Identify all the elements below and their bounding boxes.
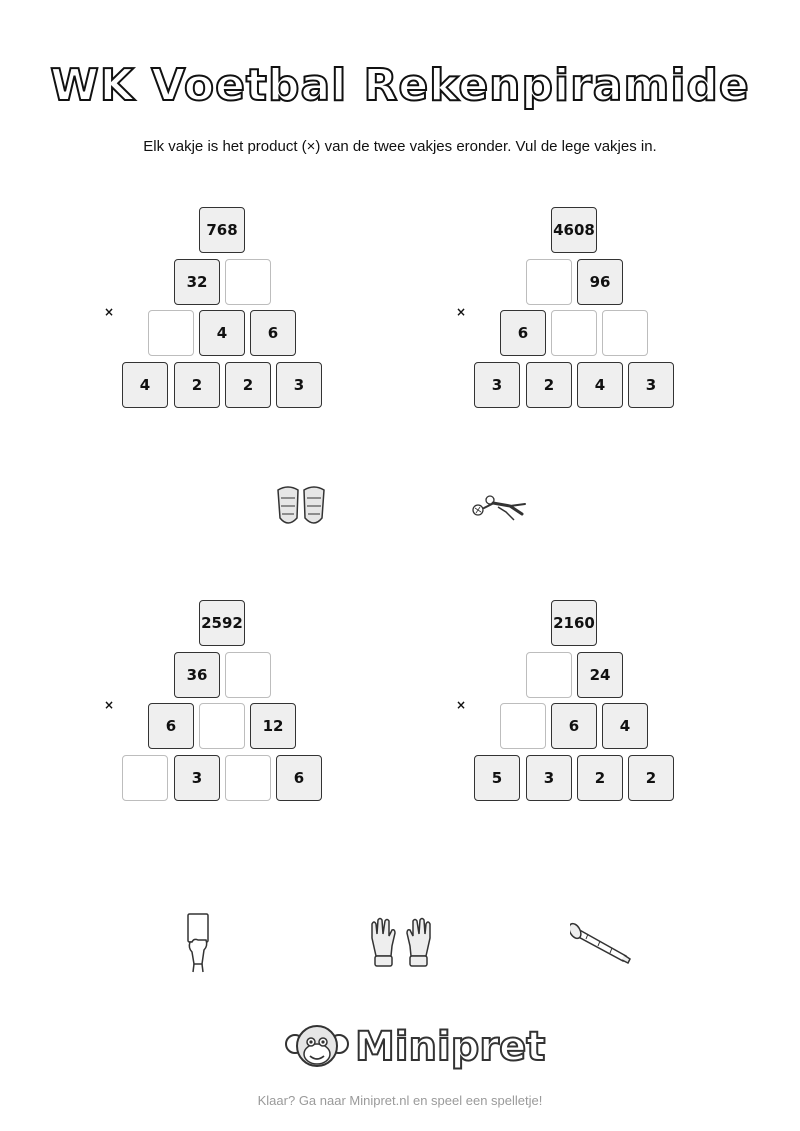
footer-text[interactable]: Klaar? Ga naar Minipret.nl en speel een … (257, 1093, 543, 1108)
pyramid-cell-empty[interactable] (199, 703, 245, 749)
pyramid-cell: 3 (526, 755, 572, 801)
pyramid-cell: 3 (276, 362, 322, 408)
multiply-sign: × (104, 305, 115, 319)
pyramid-cell: 3 (628, 362, 674, 408)
pyramid-cell-empty[interactable] (148, 310, 194, 356)
page-title: WK Voetbal Rekenpiramide (49, 59, 750, 112)
pyramid-1: × 768 32 4 6 4 2 2 3 (100, 205, 340, 415)
pyramid-4: × 2160 24 6 4 5 3 2 2 (452, 598, 692, 808)
diving-goalkeeper-icon (472, 495, 526, 521)
pyramid-cell: 2 (628, 755, 674, 801)
pyramid-cell-empty[interactable] (526, 259, 572, 305)
pyramid-cell-empty[interactable] (225, 259, 271, 305)
pyramid-cell: 6 (500, 310, 546, 356)
pyramid-cell-empty[interactable] (500, 703, 546, 749)
goalkeeper-gloves-icon (371, 917, 431, 967)
vuvuzela-icon (570, 922, 631, 965)
multiply-sign: × (456, 305, 467, 319)
pyramid-cell: 3 (174, 755, 220, 801)
instructions: Elk vakje is het product (×) van de twee… (143, 138, 657, 155)
pyramid-cell: 24 (577, 652, 623, 698)
pyramid-cell-empty[interactable] (526, 652, 572, 698)
shin-guards-icon (277, 486, 325, 524)
pyramid-cell: 2 (174, 362, 220, 408)
multiply-sign: × (456, 698, 467, 712)
red-card-icon (187, 913, 209, 973)
pyramid-cell-empty[interactable] (602, 310, 648, 356)
pyramid-cell: 2592 (199, 600, 245, 646)
pyramid-cell: 32 (174, 259, 220, 305)
pyramid-cell: 2 (526, 362, 572, 408)
pyramid-cell: 4608 (551, 207, 597, 253)
pyramid-cell: 5 (474, 755, 520, 801)
pyramid-cell: 6 (250, 310, 296, 356)
pyramid-cell: 6 (276, 755, 322, 801)
pyramid-cell-empty[interactable] (225, 652, 271, 698)
pyramid-2: × 4608 96 6 3 2 4 3 (452, 205, 692, 415)
brand-name: Minipret (354, 1023, 546, 1071)
minipret-logo: Minipret (285, 1020, 546, 1080)
pyramid-cell: 6 (148, 703, 194, 749)
pyramid-cell: 4 (199, 310, 245, 356)
pyramid-cell: 36 (174, 652, 220, 698)
pyramid-3: × 2592 36 6 12 3 6 (100, 598, 340, 808)
pyramid-cell-empty[interactable] (122, 755, 168, 801)
pyramid-cell: 4 (602, 703, 648, 749)
pyramid-cell: 768 (199, 207, 245, 253)
pyramid-cell: 12 (250, 703, 296, 749)
pyramid-cell-empty[interactable] (551, 310, 597, 356)
pyramid-cell: 2 (577, 755, 623, 801)
pyramid-cell: 4 (577, 362, 623, 408)
pyramid-cell: 4 (122, 362, 168, 408)
pyramid-cell-empty[interactable] (225, 755, 271, 801)
pyramid-cell: 96 (577, 259, 623, 305)
monkey-logo-icon (285, 1025, 349, 1067)
pyramid-cell: 2 (225, 362, 271, 408)
pyramid-cell: 6 (551, 703, 597, 749)
multiply-sign: × (104, 698, 115, 712)
pyramid-cell: 3 (474, 362, 520, 408)
pyramid-cell: 2160 (551, 600, 597, 646)
